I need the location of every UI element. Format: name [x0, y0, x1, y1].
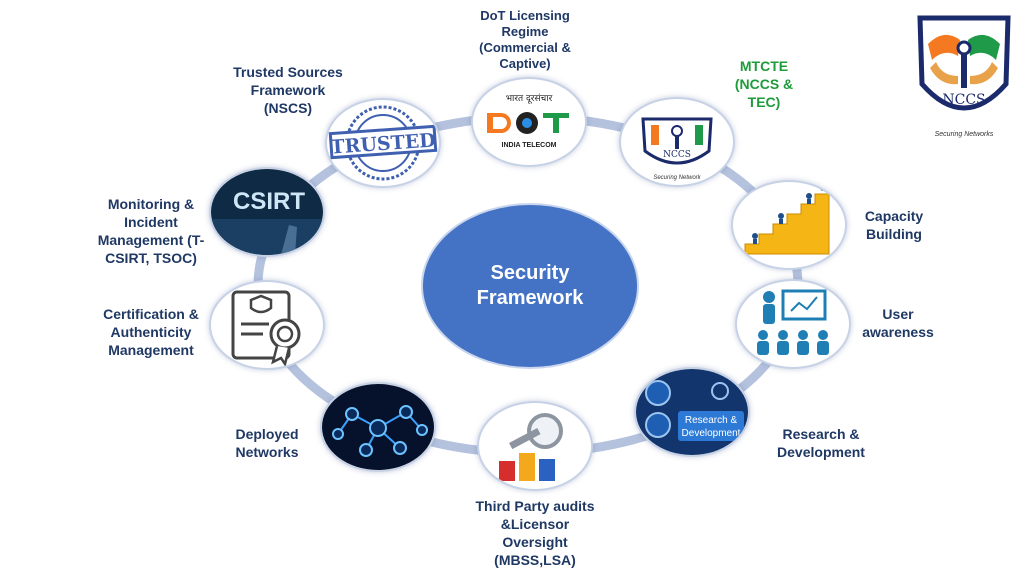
label-line: MTCTE [739, 58, 789, 74]
label-line: Regime [501, 24, 549, 39]
label-line: Third Party audits [475, 498, 595, 514]
label-line: TEC) [747, 94, 781, 110]
certification-node-image [209, 280, 325, 370]
label-line: Deployed [235, 426, 299, 442]
label-line: (NCCS & [734, 76, 794, 92]
label-line: Building [866, 226, 922, 242]
label-line: &Licensor [500, 516, 570, 532]
logo-caption: Securing Networks [935, 131, 994, 138]
label-line: CSIRT, TSOC) [105, 250, 197, 266]
label-line: (MBSS,LSA) [494, 552, 576, 568]
dot-node-image: भारत दूरसंचार INDIA TELECOM [471, 77, 587, 167]
label-line: Development [777, 444, 865, 460]
label-line: Framework [250, 82, 326, 98]
label-line: User [882, 306, 914, 322]
label-line: Capacity [864, 208, 924, 224]
csirt-image-text: CSIRT [233, 188, 305, 215]
trusted-sources-label: Trusted Sources Framework (NSCS) [218, 63, 358, 117]
user-awareness-node-image [735, 279, 851, 369]
label-line: Networks [235, 444, 299, 460]
label-line: awareness [862, 324, 934, 340]
label-line: Certification & [103, 306, 199, 322]
research-image-text-1: Research & [685, 415, 738, 426]
deployed-networks-label: Deployed Networks [222, 425, 312, 461]
label-line: Management [108, 342, 194, 358]
label-line: Monitoring & [107, 196, 195, 212]
label-line: Management (T- [97, 232, 205, 248]
user-awareness-label: User awareness [853, 305, 943, 341]
label-line: Captive) [499, 56, 551, 71]
nccs-logo: NCCS Securing Networks [914, 14, 1014, 142]
monitoring-label: Monitoring & Incident Management (T- CSI… [88, 195, 214, 267]
label-line: Research & [782, 426, 860, 442]
dot-licensing-label: DoT Licensing Regime (Commercial & Capti… [455, 8, 595, 72]
label-line: (NSCS) [263, 100, 313, 116]
mtcte-label: MTCTE (NCCS & TEC) [714, 57, 814, 111]
third-party-audits-label: Third Party audits &Licensor Oversight (… [455, 497, 615, 569]
research-development-node-image: Research & Development [634, 367, 750, 457]
label-line: Authenticity [110, 324, 192, 340]
label-line: (Commercial & [479, 40, 571, 55]
capacity-building-node-image [731, 180, 847, 270]
research-development-label: Research & Development [761, 425, 881, 461]
certification-label: Certification & Authenticity Management [90, 305, 212, 359]
monitoring-csirt-node-image: CSIRT [209, 167, 325, 257]
mtcte-image-caption: Securing Network [653, 175, 701, 181]
third-party-audits-node-image [477, 401, 593, 491]
center-title-line1: Security [490, 262, 570, 284]
label-line: Incident [124, 214, 178, 230]
label-line: Trusted Sources [233, 64, 343, 80]
deployed-networks-node-image [320, 382, 436, 472]
label-line: DoT Licensing [480, 8, 570, 23]
label-line: Oversight [502, 534, 568, 550]
capacity-building-label: Capacity Building [849, 207, 939, 243]
center-title-line2: Framework [476, 287, 584, 309]
logo-text: NCCS [942, 92, 985, 108]
trusted-sources-node-image: TRUSTED [325, 98, 441, 188]
mtcte-node-image: NCCS Securing Network [619, 97, 735, 187]
dot-image-bottom-text: INDIA TELECOM [502, 142, 557, 149]
research-image-text-2: Development [682, 428, 741, 439]
dot-image-top-text: भारत दूरसंचार [506, 93, 553, 104]
security-framework-center: Security Framework [421, 203, 639, 369]
svg-text:NCCS: NCCS [663, 150, 691, 160]
